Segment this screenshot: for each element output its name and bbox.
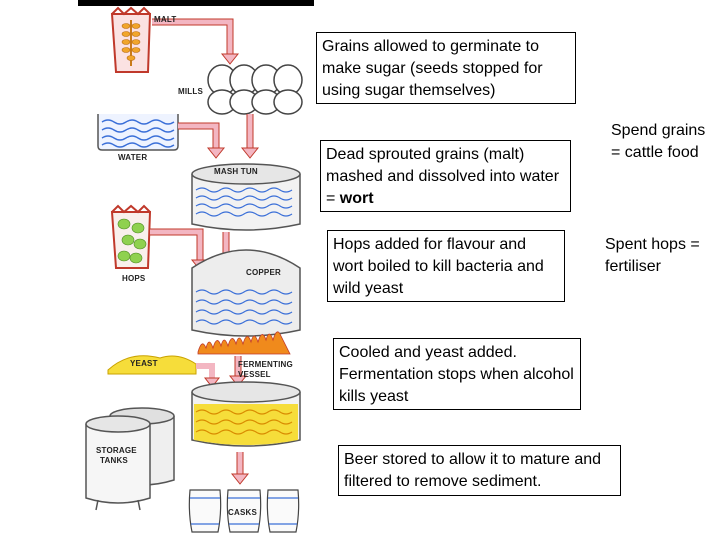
malt-sack <box>110 6 152 73</box>
water-tank <box>97 114 179 151</box>
storage-label: STORAGE <box>96 446 137 455</box>
spent-hops-note: Spent hops = fertiliser <box>605 236 700 275</box>
mashing-note: Dead sprouted grains (malt) mashed and d… <box>320 140 571 212</box>
yeast-label: YEAST <box>130 359 158 368</box>
yeast-pile <box>107 355 197 375</box>
fermentation-note: Cooled and yeast added. Fermentation sto… <box>333 338 581 410</box>
vessel-label: VESSEL <box>238 370 271 379</box>
germination-note: Grains allowed to germinate to make suga… <box>316 32 576 104</box>
water-label: WATER <box>118 153 148 162</box>
hops-sack <box>110 204 152 269</box>
fermenting-vessel <box>191 381 301 447</box>
copper-label: COPPER <box>246 268 281 277</box>
copper-vessel <box>191 249 301 337</box>
storage-tanks <box>85 407 175 511</box>
boiling-note: Hops added for flavour and wort boiled t… <box>327 230 565 302</box>
casks-label: CASKS <box>228 508 258 517</box>
hops-label: HOPS <box>122 274 146 283</box>
mills-rollers <box>207 64 303 115</box>
mash-tun-vessel <box>191 163 301 231</box>
tanks-label: TANKS <box>100 456 128 465</box>
storage-note: Beer stored to allow it to mature and fi… <box>338 445 621 496</box>
mills-label: MILLS <box>178 87 203 96</box>
mashing-note-wort: wort <box>339 190 374 207</box>
mash-tun-label: MASH TUN <box>214 167 258 176</box>
flames-icon <box>197 331 291 355</box>
arrow-water-to-mash <box>178 122 220 150</box>
spent-grains-note: Spend grains = cattle food <box>611 122 706 161</box>
malt-label: MALT <box>154 15 177 24</box>
mashing-note-text: Dead sprouted grains (malt) mashed and d… <box>326 146 560 207</box>
top-black-bar <box>78 0 314 6</box>
arrow-malt-to-mills <box>152 18 234 56</box>
casks <box>188 489 300 533</box>
arrow-hops-to-copper <box>150 228 204 262</box>
arrow-yeast-to-fermenter <box>196 363 215 380</box>
fermenting-label: FERMENTING <box>238 360 293 369</box>
